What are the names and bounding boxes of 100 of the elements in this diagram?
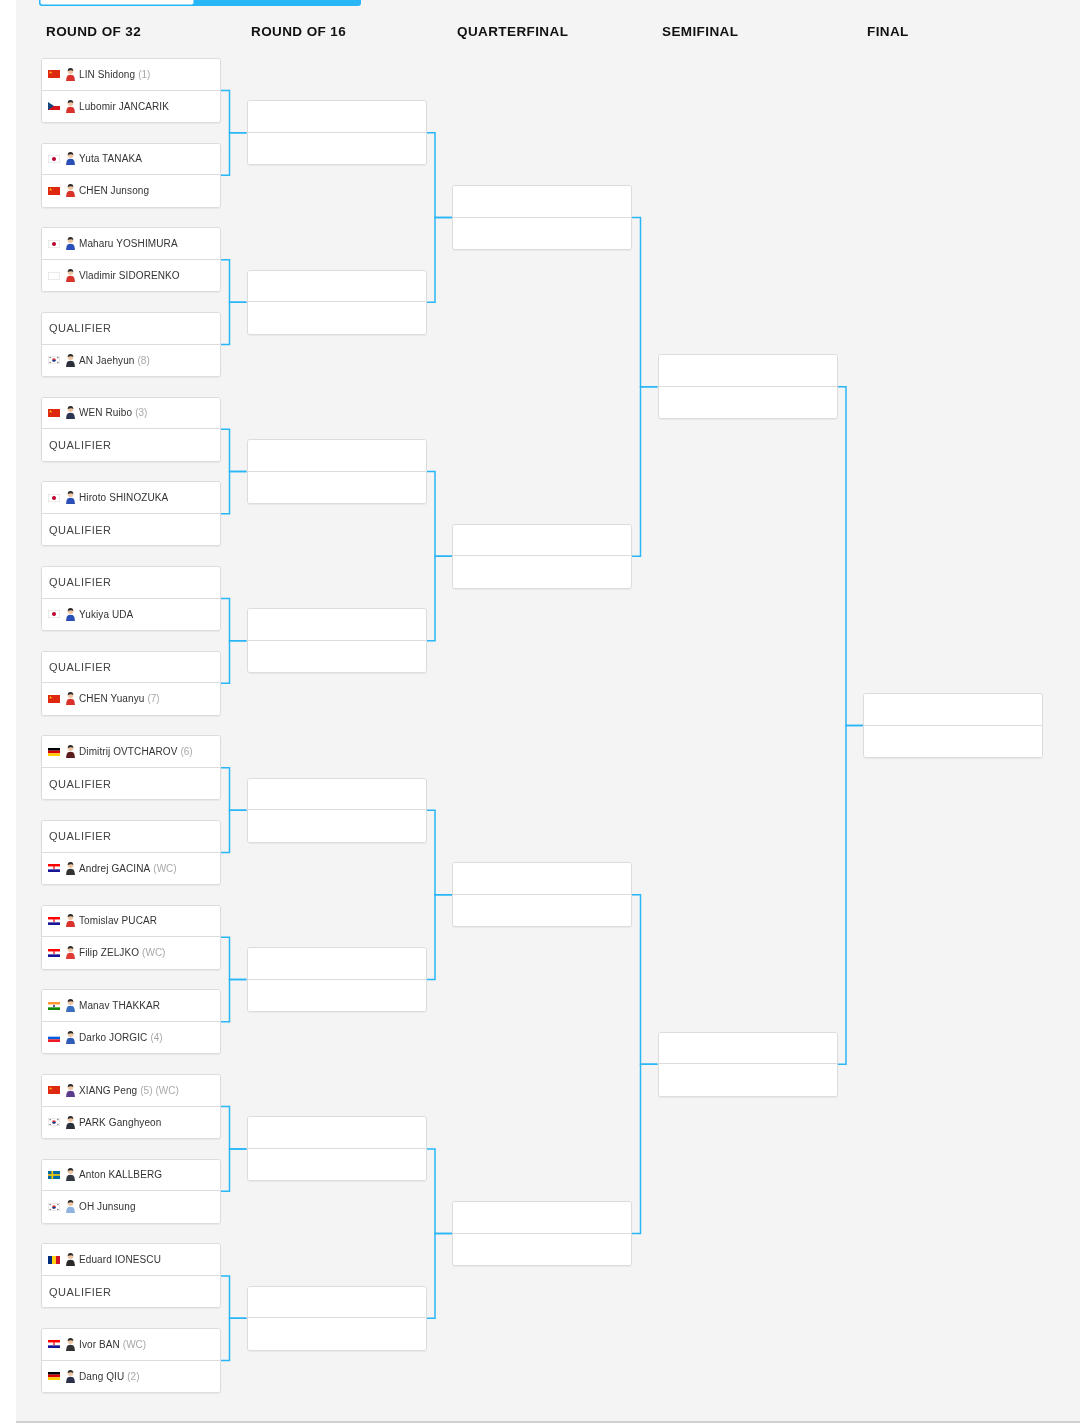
- player-name: PARK Ganghyeon: [79, 1116, 162, 1128]
- player-slot: [42, 175, 220, 207]
- player-slot: [42, 1244, 220, 1276]
- match-card: [41, 481, 221, 547]
- match-card: [41, 566, 221, 631]
- empty-slot: [247, 609, 426, 641]
- player-name: Dimitrij OVTCHAROV: [79, 746, 178, 758]
- player-slot: [42, 905, 220, 938]
- empty-slot: [247, 1286, 426, 1319]
- match-card: [452, 862, 632, 928]
- player-slot: [42, 651, 220, 684]
- entry-note: (1): [138, 68, 151, 80]
- column-heading: FINAL: [867, 24, 909, 40]
- player-name: Filip ZELJKO: [79, 947, 140, 959]
- column-heading: QUARTERFINAL: [457, 24, 569, 40]
- empty-slot: [247, 948, 426, 980]
- player-name: Ivor BAN: [79, 1338, 120, 1350]
- empty-slot: [247, 1318, 426, 1350]
- match-card: [246, 1116, 427, 1182]
- player-slot: [42, 990, 220, 1022]
- placeholder-name: QUALIFIER: [49, 438, 112, 451]
- match-card: [41, 989, 221, 1055]
- bracket-connector: [220, 978, 248, 1023]
- player-name: Eduard IONESCU: [79, 1254, 161, 1266]
- player-slot: [42, 1159, 220, 1192]
- player-name: XIANG Peng: [79, 1084, 138, 1096]
- entry-note: (2): [127, 1370, 140, 1382]
- placeholder-name: QUALIFIER: [49, 1285, 112, 1298]
- empty-slot: [247, 1117, 426, 1149]
- player-slot: [42, 143, 220, 176]
- player-name: Vladimir SIDORENKO: [79, 270, 180, 282]
- entry-note: (6): [180, 746, 193, 758]
- player-slot: [42, 852, 220, 884]
- empty-slot: [658, 1064, 837, 1096]
- player-slot: [42, 1275, 220, 1308]
- player-slot: [42, 90, 220, 122]
- match-card: [41, 1328, 221, 1394]
- match-card: [863, 693, 1043, 758]
- player-slot: [42, 59, 220, 91]
- placeholder-name: QUALIFIER: [49, 523, 112, 536]
- match-card: [41, 1243, 221, 1309]
- bracket-connector: [220, 301, 248, 346]
- empty-slot: [453, 217, 631, 249]
- bracket-connector: [425, 1232, 453, 1319]
- empty-slot: [658, 1032, 837, 1065]
- match-card: [41, 396, 221, 462]
- player-name: WEN Ruibo: [79, 407, 133, 419]
- player-slot: [42, 1021, 220, 1054]
- empty-slot: [453, 863, 631, 895]
- player-name: Anton KALLBERG: [79, 1169, 163, 1181]
- player-slot: [42, 937, 220, 969]
- bracket-connector: [220, 1317, 248, 1362]
- match-card: [246, 608, 427, 674]
- empty-slot: [247, 270, 426, 303]
- entry-note: (WC): [153, 862, 177, 874]
- player-name: Manav THAKKAR: [79, 1000, 161, 1012]
- placeholder-name: QUALIFIER: [49, 830, 112, 843]
- empty-slot: [453, 1233, 631, 1266]
- player-slot: [42, 429, 220, 461]
- empty-slot: [453, 186, 631, 218]
- match-card: [657, 1031, 838, 1097]
- player-slot: [42, 1106, 220, 1139]
- player-name: Dang QIU: [79, 1370, 125, 1382]
- entry-note: (WC): [155, 1084, 179, 1096]
- player-slot: [42, 736, 220, 768]
- player-slot: [42, 1360, 220, 1393]
- empty-slot: [247, 1148, 426, 1181]
- match-card: [246, 947, 427, 1013]
- empty-slot: [453, 894, 631, 927]
- bracket-connector: [220, 1148, 248, 1192]
- match-card: [246, 439, 427, 504]
- player-slot: [42, 598, 220, 630]
- empty-slot: [247, 302, 426, 334]
- player-slot: [42, 821, 220, 853]
- placeholder-name: QUALIFIER: [49, 322, 112, 335]
- player-slot: [42, 313, 220, 345]
- player-name: Lubomir JANCARIK: [79, 100, 169, 112]
- match-card: [41, 735, 221, 801]
- empty-slot: [247, 640, 426, 673]
- bracket-connector: [220, 132, 248, 176]
- bracket-connector: [220, 809, 248, 854]
- placeholder-name: QUALIFIER: [49, 777, 112, 790]
- column-heading: ROUND OF 32: [46, 24, 142, 40]
- player-slot: [42, 482, 220, 514]
- match-card: [41, 650, 221, 716]
- bracket-connector: [425, 555, 453, 642]
- match-card: [452, 185, 632, 250]
- player-slot: [42, 567, 220, 599]
- entry-note: (5): [140, 1084, 153, 1096]
- match-card: [41, 820, 221, 885]
- empty-slot: [247, 778, 426, 811]
- player-slot: [42, 513, 220, 546]
- empty-slot: [453, 524, 631, 557]
- match-card: [246, 777, 427, 843]
- entry-note: (WC): [142, 947, 166, 959]
- empty-slot: [247, 810, 426, 842]
- match-card: [452, 523, 632, 589]
- player-slot: [42, 1191, 220, 1223]
- player-name: AN Jaehyun: [79, 354, 135, 366]
- player-name: Hiroto SHINOZUKA: [79, 492, 169, 504]
